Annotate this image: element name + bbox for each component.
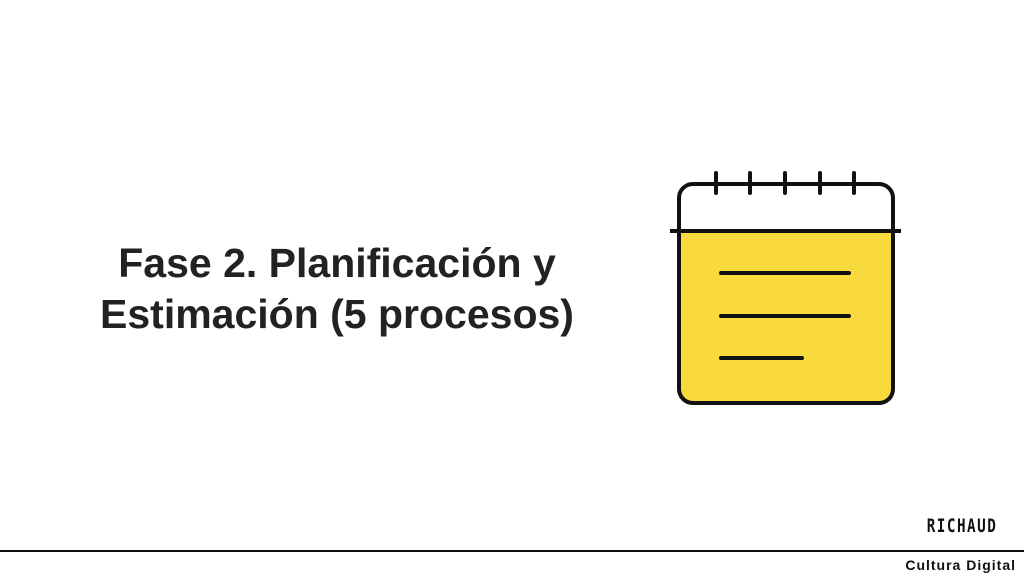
calendar-notepad-icon bbox=[670, 171, 901, 405]
brand-subtitle: Cultura Digital bbox=[905, 557, 1016, 573]
brand-logo: RICHAUD bbox=[926, 515, 998, 537]
footer-divider bbox=[0, 550, 1024, 552]
slide-title-line-2: Estimación (5 procesos) bbox=[100, 291, 574, 337]
slide-title: Fase 2. Planificación y Estimación (5 pr… bbox=[40, 238, 634, 340]
slide-title-line-1: Fase 2. Planificación y bbox=[118, 240, 556, 286]
